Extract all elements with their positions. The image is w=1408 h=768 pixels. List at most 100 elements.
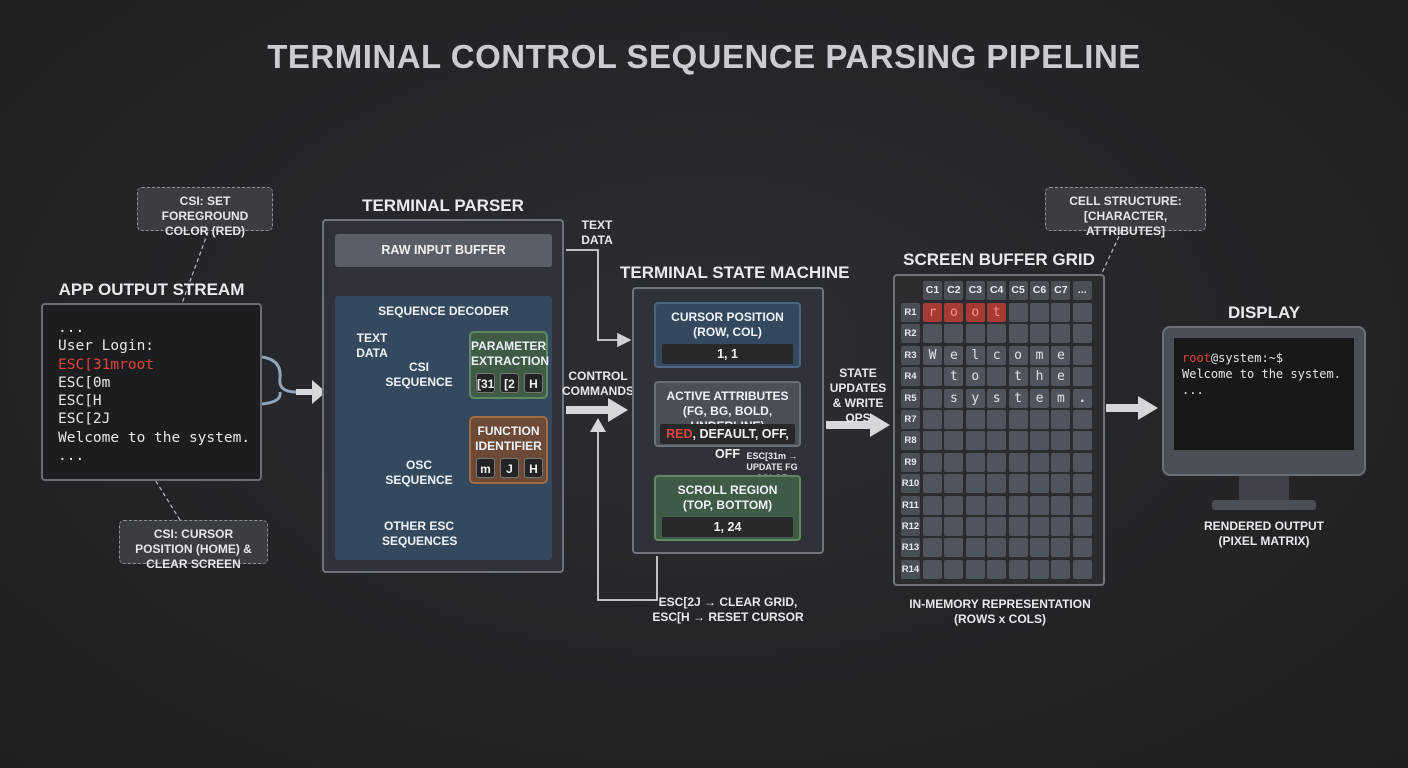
grid-cell [965,538,985,558]
grid-cell: e [1051,367,1071,387]
active-attributes-red: RED [666,427,693,441]
grid-cell [1072,538,1092,558]
grid-cell [1030,431,1049,451]
grid-row-header: R8 [901,431,920,451]
grid-cell [1051,452,1071,472]
cursor-position-title: CURSOR POSITION (ROW, COL) [671,310,784,339]
grid-cell [987,367,1007,387]
grid-cell [923,431,942,451]
parameter-key: [2 [500,373,519,393]
grid-cell: h [1030,367,1049,387]
grid-cell [923,495,942,515]
cursor-position-value: 1, 1 [662,344,793,364]
grid-cell [987,324,1007,344]
parameter-extraction-title: PARAMETER EXTRACTION [471,339,549,368]
grid-cell: . [1072,388,1092,408]
grid-cell [1030,538,1049,558]
grid-cell [1072,431,1092,451]
callout-set-foreground: CSI: SET FOREGROUND COLOR (RED) [137,187,273,238]
grid-cell [923,559,942,579]
grid-cell [987,474,1007,494]
grid-cell [1051,559,1071,579]
scroll-region-card: SCROLL REGION (TOP, BOTTOM) 1, 24 [654,475,801,541]
grid-cell: e [944,345,964,365]
grid-cell: o [944,303,964,322]
grid-cell [965,517,985,536]
app-output-heading: APP OUTPUT STREAM [58,280,245,299]
grid-cell [1008,324,1028,344]
stream-line: ESC[H [58,393,102,410]
display-prompt-user: root [1182,351,1211,365]
active-attributes-value: RED, DEFAULT, OFF, OFF [660,424,795,461]
flow-text-data: TEXT DATA [581,218,613,247]
grid-row-header: R11 [901,495,920,515]
grid-cell [923,517,942,536]
grid-cell [1051,474,1071,494]
scroll-region-value: 1, 24 [662,517,793,537]
callout-cursor-home: CSI: CURSOR POSITION (HOME) & CLEAR SCRE… [119,520,268,571]
grid-cell: o [965,303,985,322]
grid-cell [944,431,964,451]
grid-row-header: R10 [901,474,920,494]
state-machine-heading: TERMINAL STATE MACHINE [620,263,850,282]
decoder-csi: CSI SEQUENCE [385,360,453,389]
grid-cell [1030,495,1049,515]
grid-cell [965,495,985,515]
grid-cell [965,474,985,494]
grid-cell [923,367,942,387]
grid-cell: o [1008,345,1028,365]
display-caption: RENDERED OUTPUT (PIXEL MATRIX) [1203,519,1324,548]
grid-cell [987,410,1007,429]
callout-cell-structure: CELL STRUCTURE: [CHARACTER, ATTRIBUTES] [1045,187,1206,238]
flow-state-updates: STATE UPDATES & WRITE OPS [829,366,887,425]
grid-cell [1051,410,1071,429]
grid-cell: s [944,388,964,408]
grid-cell [1051,303,1071,322]
grid-cell [1051,431,1071,451]
flow-reset-cursor: ESC[H → RESET CURSOR [652,610,804,624]
grid-cell: t [944,367,964,387]
monitor-stand-neck [1239,476,1289,502]
decoder-title: SEQUENCE DECODER [378,304,509,318]
grid-cell [987,431,1007,451]
grid-cell [944,324,964,344]
grid-cell [1051,517,1071,536]
grid-cell [1072,559,1092,579]
grid-cell: t [1008,367,1028,387]
grid-cell [944,538,964,558]
grid-cell: m [1030,345,1049,365]
grid-cell: c [987,345,1007,365]
grid-cell [1008,410,1028,429]
grid-cell: m [1051,388,1071,408]
grid-cell: t [987,303,1007,322]
function-key: J [500,458,519,478]
grid-cell: y [965,388,985,408]
grid-cell: W [923,345,942,365]
grid-cell [944,517,964,536]
page-title: TERMINAL CONTROL SEQUENCE PARSING PIPELI… [267,38,1141,75]
decoder-other: OTHER ESC SEQUENCES [382,519,458,548]
grid-cell [1030,452,1049,472]
grid-row-header: R9 [901,452,920,472]
grid-cell [965,324,985,344]
scroll-region-title: SCROLL REGION (TOP, BOTTOM) [677,483,778,512]
grid-cell [1008,452,1028,472]
grid-cell [1030,303,1049,322]
grid-cell [965,410,985,429]
grid-cell [1030,474,1049,494]
grid-cell [923,474,942,494]
grid-cell [987,495,1007,515]
grid-cell: e [1051,345,1071,365]
active-attributes-rest: , DEFAULT, OFF, OFF [692,427,789,461]
grid-cell [944,410,964,429]
grid-cell [1051,495,1071,515]
grid-cell [923,388,942,408]
flow-clear-grid: ESC[2J → CLEAR GRID, [658,595,798,609]
grid-cell [1008,474,1028,494]
parameter-key: [31 [476,373,495,393]
grid-cell [1030,324,1049,344]
